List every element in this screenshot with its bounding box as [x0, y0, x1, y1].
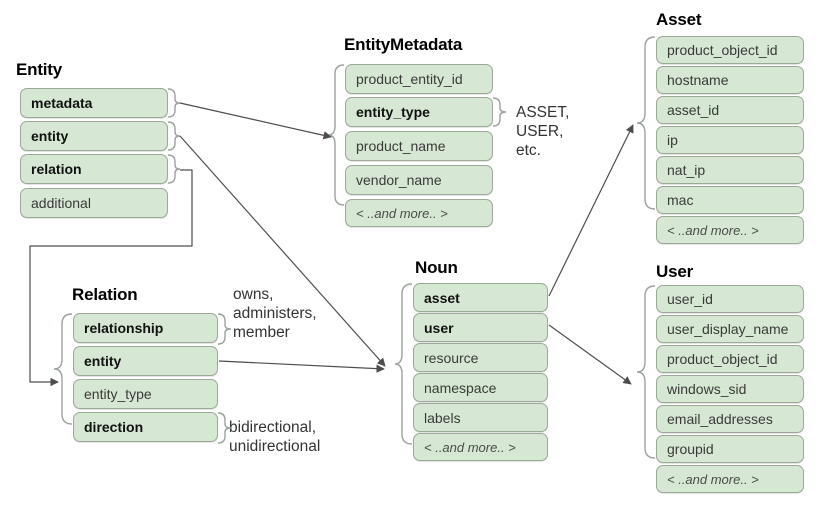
note-relationship-values-line1: owns, — [233, 286, 274, 303]
asset-row-hostname[interactable]: hostname — [656, 66, 804, 94]
user-row-product-object-id[interactable]: product_object_id — [656, 345, 804, 373]
note-direction-values-line2: unidirectional — [229, 438, 321, 455]
user-row-and-more[interactable]: < ..and more.. > — [656, 465, 804, 493]
connector-noun-asset-to-asset — [548, 124, 634, 297]
brace-entity-metadata — [167, 88, 181, 118]
brace-asset-group — [636, 36, 656, 210]
note-relationship-values-line2: administers, — [233, 305, 317, 322]
asset-row-and-more[interactable]: < ..and more.. > — [656, 216, 804, 244]
brace-entity-type-values — [492, 97, 507, 127]
note-entity-type-values-line3: etc. — [516, 142, 541, 159]
noun-row-asset[interactable]: asset — [413, 283, 548, 312]
noun-row-and-more[interactable]: < ..and more.. > — [413, 433, 548, 461]
brace-entitymetadata-group — [327, 64, 345, 206]
brace-user-group — [636, 285, 656, 459]
noun-row-resource[interactable]: resource — [413, 343, 548, 372]
entity-row-entity[interactable]: entity — [20, 121, 168, 151]
relation-row-direction[interactable]: direction — [73, 412, 218, 442]
brace-relationship-values — [217, 313, 232, 345]
entity-row-additional[interactable]: additional — [20, 188, 168, 218]
asset-row-asset-id[interactable]: asset_id — [656, 96, 804, 124]
note-entity-type-values-line1: ASSET, — [516, 104, 570, 121]
group-title-entity: Entity — [16, 60, 63, 79]
group-title-noun: Noun — [415, 258, 458, 277]
connector-noun-user-to-user — [548, 324, 632, 385]
entitymetadata-row-entity-type[interactable]: entity_type — [345, 97, 493, 127]
group-title-asset: Asset — [656, 10, 702, 29]
user-row-user-display-name[interactable]: user_display_name — [656, 315, 804, 343]
note-relationship-values-line3: member — [233, 324, 290, 341]
entitymetadata-row-and-more[interactable]: < ..and more.. > — [345, 199, 493, 227]
brace-relation-group — [53, 313, 73, 425]
asset-row-product-object-id[interactable]: product_object_id — [656, 36, 804, 64]
entitymetadata-row-vendor-name[interactable]: vendor_name — [345, 165, 493, 195]
note-entity-type-values-line2: USER, — [516, 123, 564, 140]
relation-row-relationship[interactable]: relationship — [73, 313, 218, 343]
brace-entity-entity — [167, 121, 181, 151]
entity-row-metadata[interactable]: metadata — [20, 88, 168, 118]
noun-row-namespace[interactable]: namespace — [413, 373, 548, 402]
entity-row-relation[interactable]: relation — [20, 154, 168, 184]
asset-row-mac[interactable]: mac — [656, 186, 804, 214]
user-row-email-addresses[interactable]: email_addresses — [656, 405, 804, 433]
relation-row-entity-type[interactable]: entity_type — [73, 379, 218, 409]
entitymetadata-row-product-name[interactable]: product_name — [345, 131, 493, 161]
group-title-user: User — [656, 262, 694, 281]
connector-relationentity-to-noun — [218, 360, 385, 373]
note-direction-values-line1: bidirectional, — [229, 419, 317, 436]
asset-row-ip[interactable]: ip — [656, 126, 804, 154]
user-row-user-id[interactable]: user_id — [656, 285, 804, 313]
group-title-entitymetadata: EntityMetadata — [344, 35, 463, 54]
entitymetadata-row-product-entity-id[interactable]: product_entity_id — [345, 64, 493, 94]
user-row-windows-sid[interactable]: windows_sid — [656, 375, 804, 403]
asset-row-nat-ip[interactable]: nat_ip — [656, 156, 804, 184]
brace-noun-group — [394, 283, 413, 445]
brace-entity-relation — [167, 154, 181, 184]
connector-metadata-to-entitymetadata — [179, 102, 332, 140]
user-row-groupid[interactable]: groupid — [656, 435, 804, 463]
relation-row-entity[interactable]: entity — [73, 346, 218, 376]
group-title-relation: Relation — [72, 285, 138, 304]
noun-row-labels[interactable]: labels — [413, 403, 548, 432]
noun-row-user[interactable]: user — [413, 313, 548, 342]
